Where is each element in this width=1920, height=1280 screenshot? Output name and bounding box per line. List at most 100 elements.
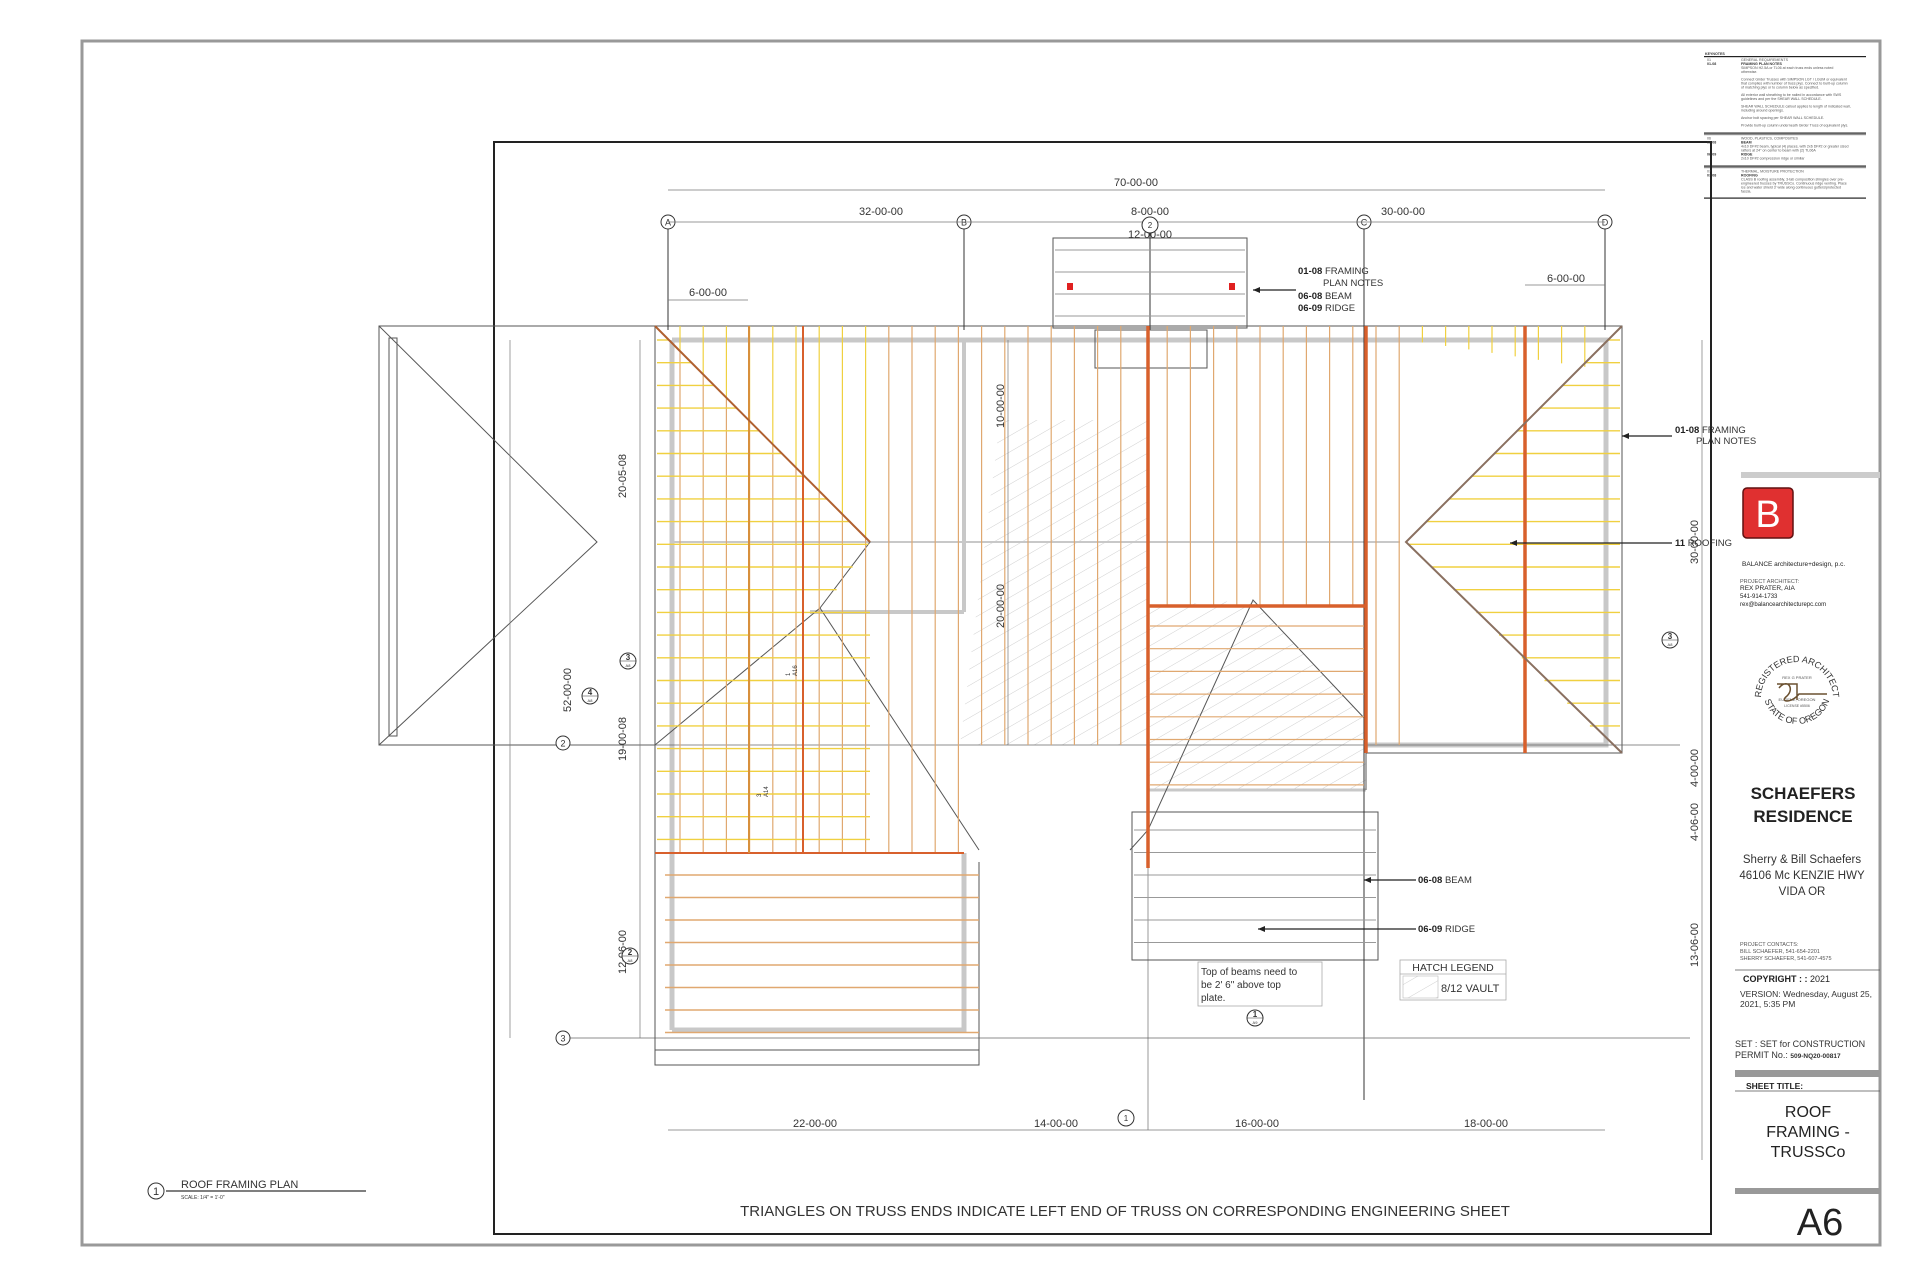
svg-text:TRUSSCo: TRUSSCo bbox=[1771, 1144, 1846, 1161]
svg-text:A8: A8 bbox=[588, 698, 594, 703]
svg-text:VIDA OR: VIDA OR bbox=[1779, 886, 1826, 898]
section-marker[interactable]: 3A8 bbox=[1661, 631, 1679, 649]
trusses bbox=[657, 249, 1620, 1034]
svg-text:C: C bbox=[1361, 218, 1368, 228]
keynote-name: ROOFING bbox=[1741, 174, 1758, 178]
keynote-code: 06-09 bbox=[1707, 153, 1716, 157]
section-marker[interactable]: 2A8 bbox=[621, 947, 639, 965]
divider bbox=[1704, 134, 1866, 136]
svg-text:be 2' 6" above top: be 2' 6" above top bbox=[1201, 980, 1281, 991]
svg-text:LICENSE #5506: LICENSE #5506 bbox=[1784, 704, 1810, 708]
svg-text:B: B bbox=[1755, 494, 1780, 536]
svg-text:FRAMING -: FRAMING - bbox=[1766, 1124, 1850, 1141]
svg-text:A14: A14 bbox=[764, 786, 770, 797]
svg-text:HATCH LEGEND: HATCH LEGEND bbox=[1412, 962, 1494, 974]
architect-seal: REGISTERED ARCHITECT STATE OF OREGON REX… bbox=[1753, 654, 1841, 726]
callout-right: 01-08 FRAMING PLAN NOTES 11 ROOFING bbox=[1510, 425, 1756, 549]
post-marker bbox=[1067, 283, 1073, 290]
dim-overall-top: 70-00-00 bbox=[1114, 177, 1158, 189]
section-marker[interactable]: 2 bbox=[1141, 216, 1159, 234]
dim-top-mid2: 12-00-00 bbox=[1128, 229, 1172, 241]
svg-text:REX G PRATER: REX G PRATER bbox=[1782, 675, 1812, 680]
svg-text:06-09 RIDGE: 06-09 RIDGE bbox=[1298, 303, 1355, 314]
keynote-text: of matching plys or to column below as s… bbox=[1741, 86, 1819, 90]
hatch-swatch bbox=[1402, 975, 1439, 999]
svg-text:COPYRIGHT : : 2021: COPYRIGHT : : 2021 bbox=[1743, 974, 1830, 984]
keynote-text: including around openings. bbox=[1741, 109, 1784, 113]
svg-text:SHEET TITLE:: SHEET TITLE: bbox=[1746, 1081, 1803, 1091]
svg-text:Top of beams need to: Top of beams need to bbox=[1201, 967, 1298, 978]
dim-bottom-2: 14-00-00 bbox=[1034, 1118, 1078, 1130]
svg-text:1: 1 bbox=[1124, 1114, 1129, 1123]
section-marker[interactable]: 1A9 bbox=[1246, 1009, 1264, 1027]
svg-text:2021, 5:35 PM: 2021, 5:35 PM bbox=[1740, 999, 1795, 1009]
svg-text:06-08 BEAM: 06-08 BEAM bbox=[1418, 875, 1472, 886]
keynote-text: Anchor bolt spacing per SHEAR WALL SCHED… bbox=[1741, 116, 1824, 120]
vault-hatch-area bbox=[1148, 600, 1366, 790]
svg-text:1: 1 bbox=[153, 1186, 159, 1198]
svg-text:2: 2 bbox=[560, 739, 565, 749]
divider-bar bbox=[1735, 1188, 1880, 1194]
keynote-text: that complies with number of truss plys.… bbox=[1741, 82, 1848, 86]
svg-text:SET : SET for CONSTRUCTION: SET : SET for CONSTRUCTION bbox=[1735, 1039, 1865, 1049]
divider bbox=[1704, 56, 1866, 58]
dim-left-2: 19-00-08 bbox=[617, 717, 629, 761]
svg-text:PROJECT CONTACTS:: PROJECT CONTACTS: bbox=[1740, 942, 1799, 948]
signature bbox=[1777, 683, 1827, 702]
section-marker[interactable]: 1 bbox=[1117, 1109, 1135, 1127]
keynote-text: Connect Girder Trusses with SIMPSON LGT … bbox=[1741, 78, 1847, 82]
divider bbox=[1704, 197, 1866, 199]
dim-right-3: 4-06-00 bbox=[1689, 803, 1701, 841]
dim-top-cd: 30-00-00 bbox=[1381, 206, 1425, 218]
title-block: B BALANCE architecture+design, p.c. PROJ… bbox=[1710, 142, 1880, 1244]
svg-text:PLAN NOTES: PLAN NOTES bbox=[1696, 436, 1756, 447]
svg-text:PERMIT No.: 509-NQ20-00817: PERMIT No.: 509-NQ20-00817 bbox=[1735, 1050, 1841, 1060]
svg-text:Sherry & Bill Schaefers: Sherry & Bill Schaefers bbox=[1743, 854, 1861, 866]
svg-text:A: A bbox=[665, 218, 671, 228]
keynote-text: 4x10 DF#2 beam, typical (4) places, with… bbox=[1741, 145, 1848, 149]
girder-trusses bbox=[654, 325, 1527, 868]
section-number: 06 bbox=[1707, 137, 1711, 141]
hip-lines bbox=[1404, 325, 1623, 754]
grid-bubble-2: 2 bbox=[555, 735, 571, 751]
footer-note: TRIANGLES ON TRUSS ENDS INDICATE LEFT EN… bbox=[740, 1203, 1510, 1220]
keynote-text: fascia. bbox=[1741, 190, 1751, 194]
keynote-code: 07-08 bbox=[1707, 174, 1716, 178]
svg-text:A8: A8 bbox=[1668, 642, 1674, 647]
dimension-lines bbox=[509, 189, 1703, 1160]
svg-text:1: 1 bbox=[1253, 1010, 1258, 1019]
hatch-legend: HATCH LEGEND 8/12 VAULT bbox=[1399, 959, 1507, 1001]
svg-text:46106 Mc KENZIE HWY: 46106 Mc KENZIE HWY bbox=[1739, 870, 1865, 882]
svg-text:3: 3 bbox=[1668, 632, 1673, 641]
keynote-text: CLASS B roofing assembly, 3-tab composit… bbox=[1741, 178, 1845, 182]
divider-bar bbox=[1735, 1070, 1880, 1077]
divider bbox=[1704, 165, 1866, 167]
svg-text:2: 2 bbox=[1148, 221, 1153, 230]
dim-top-mid: 8-00-00 bbox=[1131, 206, 1169, 218]
svg-text:PLAN NOTES: PLAN NOTES bbox=[1323, 278, 1383, 289]
keynote-text: All exterior wall sheathing to be nailed… bbox=[1741, 93, 1842, 97]
section-number: 07 bbox=[1707, 170, 1711, 174]
section-marker[interactable]: 3A8 bbox=[619, 652, 637, 670]
callout-bottom: 06-08 BEAM 06-09 RIDGE bbox=[1258, 875, 1475, 935]
dim-right-1: 30-00-00 bbox=[1689, 520, 1701, 564]
svg-text:06-09 RIDGE: 06-09 RIDGE bbox=[1418, 924, 1475, 935]
divider bbox=[1704, 132, 1866, 134]
section-title: WOOD, PLASTICS, COMPOSITES bbox=[1741, 137, 1799, 141]
svg-text:BALANCE architecture+design, p: BALANCE architecture+design, p.c. bbox=[1742, 561, 1845, 568]
keynote-name: RIDGE bbox=[1741, 153, 1753, 157]
svg-text:SHERRY SCHAEFER, 541-607-4575: SHERRY SCHAEFER, 541-607-4575 bbox=[1740, 956, 1832, 962]
svg-text:3: 3 bbox=[626, 653, 631, 662]
dim-right-overhang: 6-00-00 bbox=[1547, 273, 1585, 285]
firm-logo bbox=[1742, 487, 1794, 539]
section-title: GENERAL REQUIREMENTS bbox=[1741, 58, 1789, 62]
section-marker[interactable]: 4A8 bbox=[581, 687, 599, 705]
svg-text:01-08 FRAMING: 01-08 FRAMING bbox=[1298, 266, 1369, 277]
svg-text:2: 2 bbox=[628, 948, 633, 957]
vault-hatch-area bbox=[960, 420, 1148, 745]
svg-text:3: 3 bbox=[757, 793, 763, 797]
dim-center-2: 20-00-00 bbox=[995, 584, 1007, 628]
svg-text:BILL SCHAEFER, 541-654-2201: BILL SCHAEFER, 541-654-2201 bbox=[1740, 949, 1820, 955]
